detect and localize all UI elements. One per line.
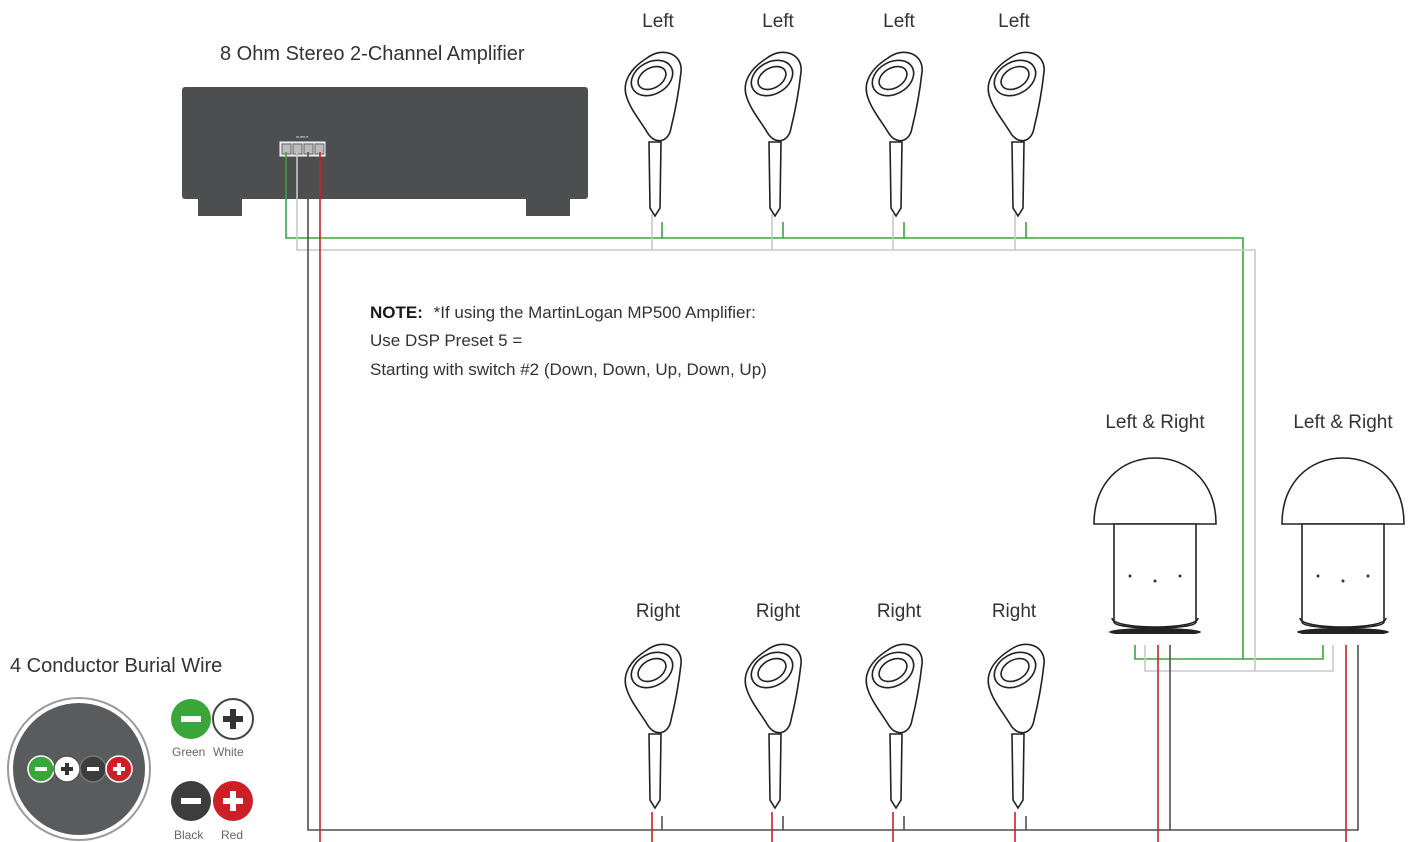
bollard-speakers: Left & Right Left & Right: [1093, 412, 1405, 634]
amplifier: OUTPUT: [182, 87, 588, 216]
red-plus-icon: [213, 781, 253, 821]
note-line-2: Use DSP Preset 5 =: [370, 331, 522, 350]
green-label: Green: [172, 745, 205, 759]
wire-legend-title: 4 Conductor Burial Wire: [10, 655, 222, 677]
spike-speaker-icon: [987, 643, 1045, 809]
white-label: White: [213, 745, 244, 759]
spike-speaker-icon: [744, 51, 802, 217]
wiring: [285, 152, 1359, 842]
spike-speaker-icon: [744, 643, 802, 809]
spike-speaker-icon: [624, 643, 682, 809]
speaker-label-top-4: Left: [998, 11, 1030, 32]
speaker-label-bottom-3: Right: [877, 601, 922, 622]
note-line-3: Starting with switch #2 (Down, Down, Up,…: [370, 360, 767, 379]
speaker-label-bottom-1: Right: [636, 601, 681, 622]
cable-cross-section: [7, 697, 151, 841]
speaker-label-top-3: Left: [883, 11, 915, 32]
speaker-label-top-2: Left: [762, 11, 794, 32]
bottom-speaker-row: Right Right Right Right: [624, 601, 1045, 809]
red-label: Red: [221, 828, 243, 842]
speaker-label-top-1: Left: [642, 11, 674, 32]
speaker-label-bottom-4: Right: [992, 601, 1037, 622]
white-plus-icon: [212, 698, 254, 740]
note-line-1: *If using the MartinLogan MP500 Amplifie…: [434, 303, 756, 322]
output-terminals: OUTPUT: [279, 135, 326, 157]
bollard-label-2: Left & Right: [1293, 412, 1393, 433]
spike-speaker-icon: [624, 51, 682, 217]
wire-legend: 4 Conductor Burial Wire Green White: [7, 655, 254, 842]
black-label: Black: [174, 828, 204, 842]
bollard-label-1: Left & Right: [1105, 412, 1205, 433]
bollard-speaker-icon: [1093, 457, 1217, 634]
spike-speaker-icon: [987, 51, 1045, 217]
amplifier-title: 8 Ohm Stereo 2-Channel Amplifier: [220, 43, 525, 65]
speaker-label-bottom-2: Right: [756, 601, 801, 622]
dsp-note: NOTE: *If using the MartinLogan MP500 Am…: [370, 303, 767, 379]
note-first-line: NOTE: *If using the MartinLogan MP500 Am…: [370, 303, 756, 322]
output-label: OUTPUT: [296, 135, 309, 139]
note-heading: NOTE:: [370, 303, 423, 322]
top-speaker-row: Left Left Left Left: [624, 11, 1045, 217]
spike-speaker-icon: [865, 643, 923, 809]
bollard-speaker-icon: [1281, 457, 1405, 634]
green-minus-icon: [171, 699, 211, 739]
black-minus-icon: [171, 781, 211, 821]
spike-speaker-icon: [865, 51, 923, 217]
